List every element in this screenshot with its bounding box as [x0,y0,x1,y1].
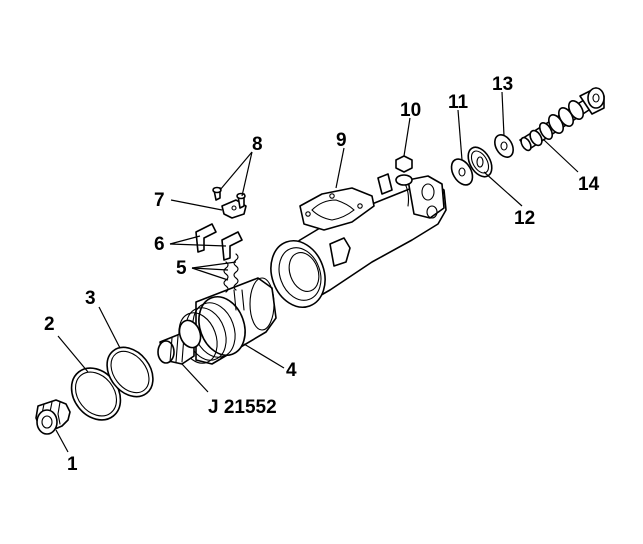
callout-6: 6 [154,234,165,255]
part-3-ring [106,346,154,398]
callout-11: 11 [448,92,469,113]
callout-8: 8 [252,134,263,155]
callout-14: 14 [578,174,600,195]
callout-9: 9 [336,130,347,151]
part-6-brackets [195,223,243,261]
part-1-plug [35,399,71,435]
part-8-screws [212,186,246,209]
tool-label: J 21552 [208,397,277,418]
callout-5: 5 [176,258,187,279]
callout-10: 10 [400,100,421,121]
callout-12: 12 [514,208,535,229]
part-11-washer [450,158,474,186]
callout-1: 1 [67,454,78,475]
part-10-cap [395,155,413,186]
part-14-worm-shaft [519,87,605,152]
callout-2: 2 [44,314,55,335]
part-5-springs [223,253,245,311]
callout-3: 3 [85,288,96,309]
callout-13: 13 [492,74,513,95]
part-4-piston [157,277,277,365]
leader-lines [55,91,579,453]
part-9-housing [270,173,447,308]
part-2-o-ring [70,367,122,421]
callout-4: 4 [286,360,297,381]
callout-7: 7 [154,190,165,211]
part-13-washer [494,134,514,158]
